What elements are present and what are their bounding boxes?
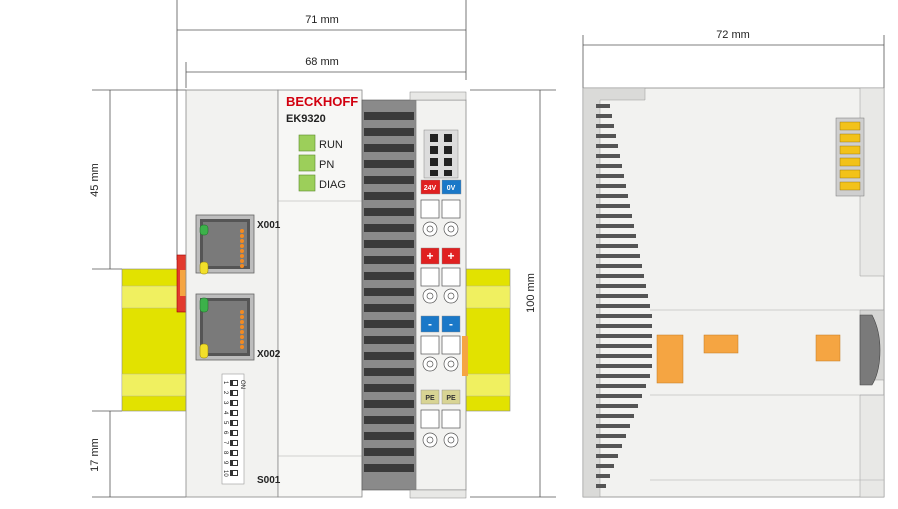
pe-text-right: PE	[446, 395, 456, 402]
dip-number-2: 2	[222, 391, 228, 395]
dim-72mm: 72 mm	[716, 29, 750, 41]
pe-box-right	[441, 389, 461, 405]
dip-number-3: 3	[222, 401, 228, 405]
side-view-latch	[859, 314, 881, 386]
side-orange-marker-1	[656, 334, 684, 384]
brand-logo: BECKHOFF	[286, 94, 358, 109]
dip-number-5: 5	[222, 421, 228, 425]
supply-24v-label-box	[420, 179, 441, 195]
side-orange-marker-3	[815, 334, 841, 362]
side-view-fins	[596, 104, 652, 488]
plus-text-left: +	[426, 249, 433, 263]
din-rail-front	[121, 268, 511, 412]
terminal-orange-marker	[462, 336, 468, 376]
terminal-clamps-row4	[420, 409, 461, 448]
minus-box-right	[441, 315, 461, 333]
dim-45mm: 45 mm	[89, 163, 101, 197]
dip-number-8: 8	[222, 451, 228, 455]
pe-text-left: PE	[425, 395, 435, 402]
dimension-lines	[92, 0, 885, 498]
led-diag	[298, 174, 316, 192]
led-label-diag: DIAG	[319, 179, 346, 191]
plus-text-right: +	[447, 249, 454, 263]
model-label: EK9320	[286, 113, 326, 125]
dim-68mm: 68 mm	[305, 56, 339, 68]
terminal-clamps-row2	[420, 267, 461, 304]
side-view-contacts	[835, 117, 865, 197]
supply-0v-text: 0V	[447, 185, 456, 192]
terminal-clamps-row1	[420, 199, 461, 237]
plus-box-right	[441, 247, 461, 265]
terminal-clamps-row3	[420, 335, 461, 372]
dip-label-s001: S001	[257, 475, 281, 486]
dip-number-9: 9	[222, 461, 228, 465]
status-leds: RUN PN DIAG	[298, 134, 346, 192]
dip-number-7: 7	[222, 441, 228, 445]
dim-100mm: 100 mm	[525, 273, 537, 313]
bus-coupler-housing	[185, 89, 363, 498]
dip-switch-s001: ON 1 2 3 4 5 6 7 8 9 10	[221, 373, 245, 485]
side-orange-marker-2	[703, 334, 739, 354]
dip-number-6: 6	[222, 431, 228, 435]
ethernet-port-x002	[195, 293, 255, 361]
pe-box-left	[420, 389, 440, 405]
supply-24v-text: 24V	[424, 185, 437, 192]
led-pn	[298, 154, 316, 172]
ethernet-port-x001	[195, 214, 255, 275]
led-label-pn: PN	[319, 159, 334, 171]
dip-number-1: 1	[222, 381, 228, 385]
supply-0v-label-box	[441, 179, 462, 195]
minus-box-left	[420, 315, 440, 333]
plus-box-left	[420, 247, 440, 265]
dip-number-4: 4	[222, 411, 228, 415]
led-label-run: RUN	[319, 139, 343, 151]
minus-text-left: -	[428, 317, 432, 331]
dip-number-10: 10	[222, 470, 228, 477]
dip-on-label: ON	[239, 380, 245, 389]
minus-text-right: -	[449, 317, 453, 331]
cooling-fins	[361, 99, 417, 491]
dim-17mm: 17 mm	[89, 438, 101, 472]
port-label-x002: X002	[257, 349, 281, 360]
dim-71mm: 71 mm	[305, 14, 339, 26]
port-label-x001: X001	[257, 220, 281, 231]
led-run	[298, 134, 316, 152]
